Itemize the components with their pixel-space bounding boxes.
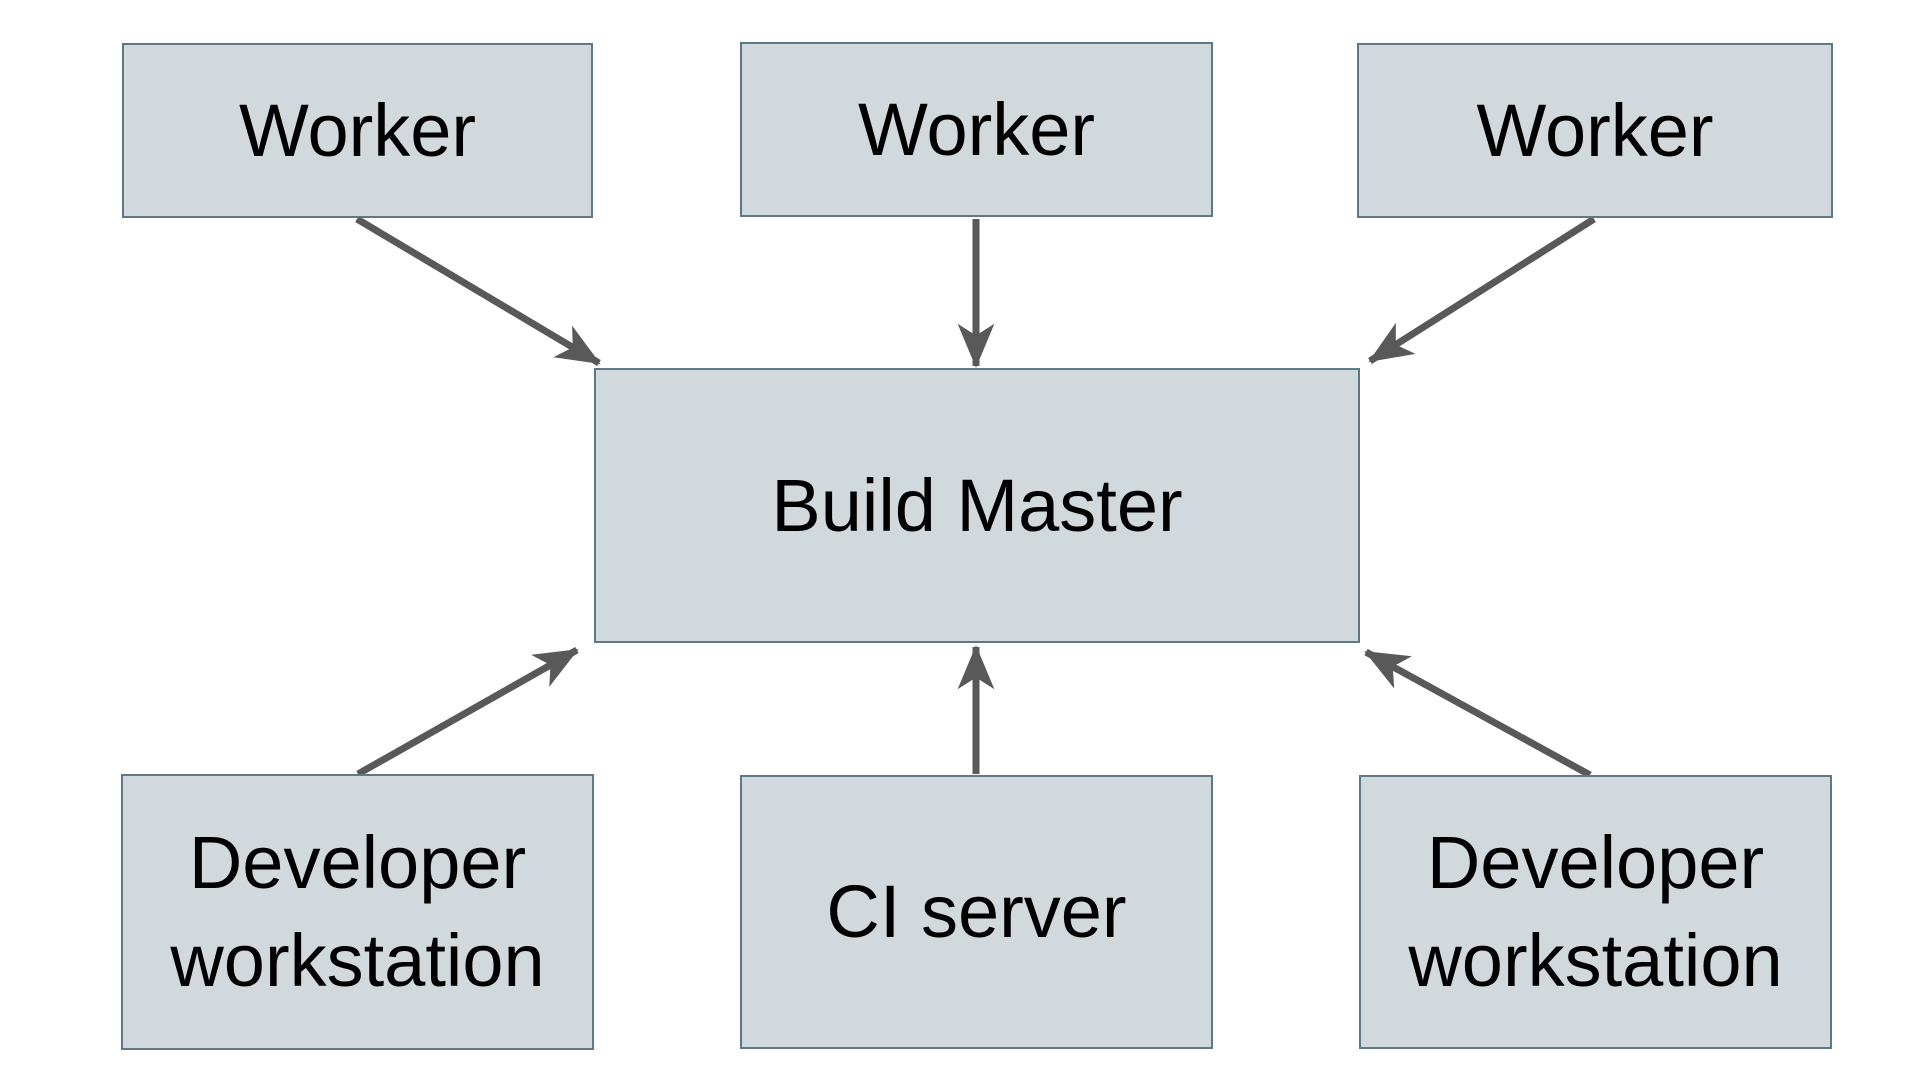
arrow-dev-right-to-build-master [1364,648,1592,779]
node-label: Build Master [771,463,1183,547]
node-label: Developer workstation [170,821,545,1002]
node-worker-top-left: Worker [122,43,593,218]
node-label: Worker [1476,88,1714,172]
node-worker-top-right: Worker [1357,43,1833,218]
node-developer-workstation-right: Developer workstation [1359,775,1832,1049]
arrow-worker-right-to-build-master [1368,216,1596,364]
node-label: Worker [857,87,1096,171]
node-developer-workstation-left: Developer workstation [121,774,594,1050]
node-worker-top-center: Worker [740,42,1213,217]
arrow-dev-left-to-build-master [356,646,579,778]
node-build-master: Build Master [594,368,1360,643]
node-label: Developer workstation [1408,821,1783,1002]
node-ci-server: CI server [740,775,1213,1049]
node-label: CI server [826,870,1127,954]
arrow-worker-left-to-build-master [355,215,601,367]
node-label: Worker [238,88,477,172]
